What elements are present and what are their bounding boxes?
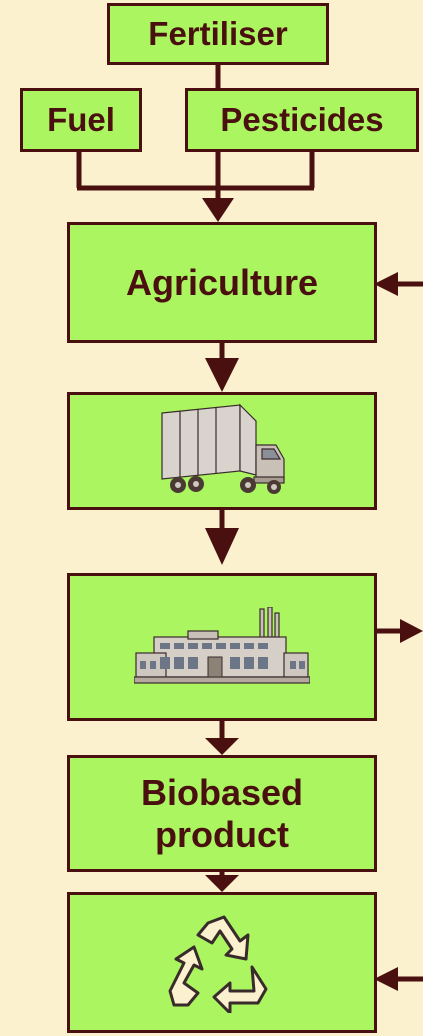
fuel-box: Fuel: [20, 88, 142, 152]
product-label: Biobased product: [141, 772, 303, 855]
product-label-line1: Biobased: [140, 772, 304, 814]
agriculture-box: Agriculture: [67, 222, 377, 343]
arrowhead-into-processing: [205, 528, 239, 565]
processing-box: [67, 573, 377, 721]
recycle-icon: [168, 915, 268, 1013]
fertiliser-box: Fertiliser: [107, 3, 329, 65]
pesticides-box: Pesticides: [185, 88, 419, 152]
truck-icon: [161, 403, 285, 494]
arrowhead-into-transport: [205, 358, 239, 392]
product-box: Biobased product: [67, 755, 377, 872]
factory-icon: [134, 607, 310, 684]
arrowhead-side-recycle: [374, 967, 398, 991]
arrowhead-into-product: [205, 738, 239, 755]
product-label-line2: product: [155, 813, 289, 855]
fertiliser-label: Fertiliser: [148, 15, 288, 53]
arrowhead-side-processing: [400, 619, 423, 643]
agriculture-label: Agriculture: [125, 261, 319, 303]
pesticides-label: Pesticides: [220, 101, 384, 139]
fuel-label: Fuel: [47, 101, 115, 139]
arrowhead-into-agriculture: [202, 198, 234, 222]
arrowhead-side-agriculture: [374, 272, 398, 296]
end-of-life-box: [67, 892, 377, 1033]
transport-box: [67, 392, 377, 510]
arrowhead-into-recycle: [205, 875, 239, 892]
